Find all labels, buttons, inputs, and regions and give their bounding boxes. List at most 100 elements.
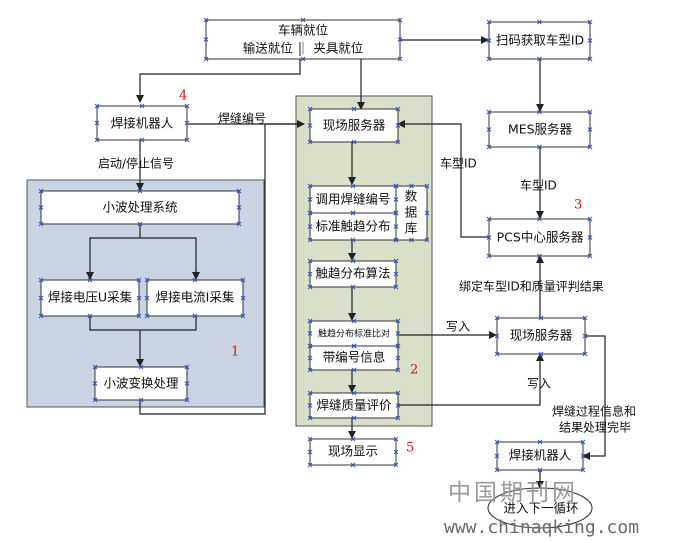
handle-mark — [537, 19, 542, 25]
handle-mark — [538, 315, 544, 321]
handle-mark — [307, 367, 313, 373]
handle-mark — [494, 351, 500, 357]
handle-mark — [538, 351, 544, 357]
handle-mark — [144, 277, 150, 283]
handle-mark — [350, 462, 356, 468]
handle-mark — [307, 210, 313, 216]
std-trend-text: 标准触趋分布 — [315, 219, 390, 234]
handle-mark — [351, 139, 357, 145]
handle-mark — [395, 139, 401, 145]
handle-mark — [138, 397, 144, 403]
handle-mark — [351, 106, 357, 112]
handle-mark — [409, 237, 414, 243]
handle-mark — [94, 103, 100, 109]
vehicle-ready-sub: 输送就位 ｜ 夹具就位 — [243, 41, 363, 56]
label-bind-result: 绑定车型ID和质量评判结果 — [459, 279, 604, 294]
wavelet-transform-text: 小波变换处理 — [103, 376, 179, 391]
handle-mark — [486, 127, 492, 132]
handle-mark — [240, 295, 246, 301]
handle-mark — [393, 284, 399, 290]
std-trend-box[interactable] — [309, 212, 397, 241]
handle-mark — [184, 103, 190, 109]
handle-mark — [184, 137, 190, 143]
handle-mark — [582, 315, 588, 321]
handle-mark — [351, 318, 357, 324]
handle-mark — [580, 467, 586, 473]
handle-mark — [393, 224, 399, 229]
handle-mark — [537, 253, 542, 259]
handle-mark — [486, 144, 492, 150]
next-cycle-ellipse[interactable] — [487, 487, 593, 529]
handle-mark — [203, 37, 209, 42]
handle-mark — [424, 210, 430, 216]
trend-algo-box[interactable] — [309, 260, 397, 288]
pcs-center-box[interactable] — [488, 218, 591, 257]
handle-mark — [184, 120, 190, 126]
handle-mark — [240, 277, 246, 283]
handle-mark — [307, 284, 313, 290]
handle-mark — [307, 331, 313, 336]
wavelet-system-box[interactable] — [40, 190, 240, 225]
handle-mark — [38, 188, 44, 194]
call-weld-no-box[interactable] — [309, 185, 397, 214]
label-write-in-2: 写入 — [527, 377, 551, 391]
handle-mark — [307, 403, 313, 408]
handle-mark — [486, 253, 492, 259]
handle-mark — [537, 439, 543, 445]
handle-mark — [350, 436, 356, 442]
handle-mark — [587, 127, 593, 132]
handle-mark — [582, 333, 588, 339]
region-number-5: 5 — [406, 441, 414, 456]
handle-mark — [537, 109, 542, 115]
handle-mark — [184, 364, 190, 370]
field-server-right-box[interactable] — [496, 317, 586, 355]
handle-mark — [395, 355, 401, 361]
handle-mark — [395, 318, 401, 324]
handle-mark — [409, 183, 414, 189]
region-number-4: 4 — [179, 89, 187, 104]
handle-mark — [393, 183, 399, 189]
mes-server-text: MES服务器 — [508, 122, 573, 137]
trend-compare-box[interactable] — [309, 320, 399, 347]
handle-mark — [38, 221, 44, 227]
trend-algo-text: 触趋分布算法 — [315, 266, 390, 281]
current-i-text: 焊接电流I采集 — [156, 290, 235, 305]
weld-robot-top-box[interactable] — [96, 105, 188, 141]
handle-mark — [139, 137, 145, 143]
handle-mark — [395, 106, 401, 112]
handle-mark — [587, 38, 593, 43]
current-i-box[interactable] — [146, 279, 244, 317]
handle-mark — [307, 462, 313, 468]
handle-mark — [395, 123, 401, 128]
label-car-type-left: 车型ID — [440, 156, 477, 171]
label-weld-process-1: 焊缝过程信息和 — [552, 404, 636, 419]
handle-mark — [92, 381, 98, 386]
handle-mark — [587, 235, 593, 240]
pcs-center-text: PCS中心服务器 — [497, 230, 584, 245]
handle-mark — [397, 37, 403, 42]
handle-mark — [486, 56, 492, 62]
database-char-1: 数 — [405, 189, 418, 204]
handle-mark — [136, 295, 142, 301]
handle-mark — [307, 343, 313, 349]
handle-mark — [138, 364, 144, 370]
handle-mark — [351, 367, 357, 373]
handle-mark — [307, 197, 313, 202]
handle-mark — [494, 453, 500, 459]
handle-mark — [580, 453, 586, 459]
handle-mark — [395, 390, 401, 396]
handle-mark — [307, 449, 313, 455]
watermark-url: www.chinaqking.com — [444, 517, 639, 538]
handle-mark — [587, 144, 593, 150]
handle-mark — [351, 415, 357, 421]
handle-mark — [582, 351, 588, 357]
handle-mark — [236, 188, 242, 194]
handle-mark — [587, 19, 593, 25]
handle-mark — [307, 415, 313, 421]
handle-mark — [393, 436, 399, 442]
label-weld-number: 焊缝编号 — [218, 111, 266, 126]
handle-mark — [38, 277, 44, 283]
handle-mark — [307, 258, 313, 264]
scan-id-text: 扫码获取车型ID — [496, 33, 584, 48]
handle-mark — [537, 216, 542, 222]
